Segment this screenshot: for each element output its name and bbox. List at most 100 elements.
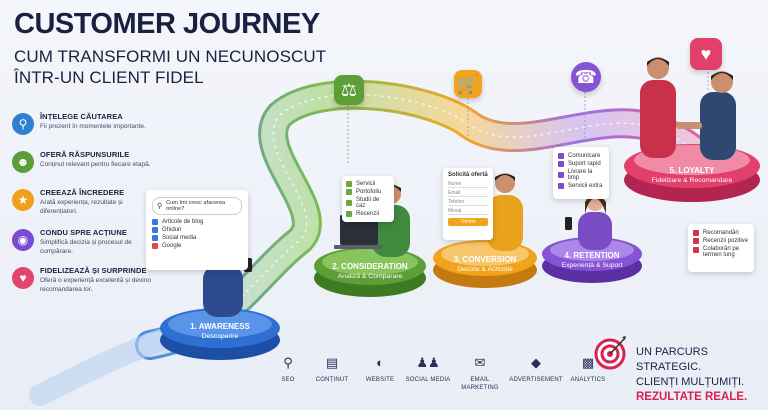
step-title: FIDELIZEAZĂ ȘI SURPRINDE (40, 266, 147, 275)
offer-field[interactable]: Email (448, 190, 488, 197)
check-icon (346, 181, 352, 187)
cart-icon: 🛒 (454, 70, 482, 98)
google-icon (152, 243, 158, 249)
envelope-icon: ✉ (474, 355, 486, 370)
tagline-line-1: UN PARCURS STRATEGIC. (636, 346, 708, 373)
stage-title: 3. CONVERSION (453, 255, 517, 264)
tool-label: ANALYTICS (570, 377, 606, 383)
stage-awareness: 1. AWARENESS Descoperire (175, 322, 265, 342)
laptop-item: Recenzii (356, 211, 380, 217)
scales-icon: ⚖ (334, 75, 364, 105)
check-icon (558, 172, 564, 178)
offer-field[interactable]: Nume (448, 181, 488, 188)
blog-icon (152, 219, 158, 225)
tool-label: EMAIL MARKETING (461, 377, 499, 391)
tagline-highlight: REZULTATE REALE. (636, 391, 748, 403)
tool-advertisement: ◆ ADVERTISEMENT (504, 355, 568, 385)
road-lines (149, 94, 721, 346)
step-title: ÎNȚELEGE CĂUTAREA (40, 112, 123, 121)
check-icon (346, 189, 352, 195)
stage-subtitle: Experiență & Suport (561, 262, 623, 269)
step-title: CREEAZĂ ÎNCREDERE (40, 188, 125, 197)
step-title: OFERĂ RĂSPUNSURILE (40, 150, 130, 159)
tool-seo: ⚲ SEO (256, 355, 320, 385)
offer-field[interactable]: Mesaj (448, 208, 488, 215)
stage-loyalty: 5. LOYALTY Fidelizare & Recomandare (640, 166, 744, 186)
target-arrow-icon (594, 336, 626, 370)
stage-title: 2. CONSIDERATION (332, 262, 408, 271)
retention-item: Suport rapid (568, 161, 601, 167)
page-subtitle: CUM TRANSFORMI UN NECUNOSCUT ÎNTR-UN CLI… (14, 46, 326, 88)
heart-icon: ♥ (12, 267, 34, 289)
check-icon (693, 230, 699, 236)
step-text: Fii prezent în momentele importante. (40, 123, 146, 130)
check-icon (693, 238, 699, 244)
step-loyalty: ♥ FIDELIZEAZĂ ȘI SURPRINDE Oferă o exper… (12, 266, 152, 294)
stage-conversion: 3. CONVERSION Decizie & Achiziție (440, 255, 530, 275)
check-icon (558, 161, 564, 167)
search-item: Ghiduri (162, 227, 182, 233)
headset-icon: ☎ (571, 62, 601, 92)
person-loyalty-left (640, 57, 676, 158)
check-icon (558, 183, 564, 189)
retention-item: Livrare la timp (567, 169, 593, 181)
tool-email-marketing: ✉ EMAIL MARKETING (448, 355, 512, 392)
laptop-item: Studii de caz (355, 197, 380, 209)
guide-icon (152, 227, 158, 233)
subtitle-line-2: ÎNTR-UN CLIENT FIDEL (14, 68, 204, 87)
loyalty-item: Recenzii pozitive (703, 238, 749, 244)
step-title: CONDU SPRE ACȚIUNE (40, 228, 127, 237)
stage-subtitle: Descoperire (201, 333, 239, 340)
step-text: Arată experiența, rezultate și diferenți… (40, 199, 123, 215)
step-understand: ⚲ ÎNȚELEGE CĂUTAREA Fii prezent în momen… (12, 112, 152, 135)
badge-icon: ★ (12, 189, 34, 211)
people-icon: ☻ (12, 151, 34, 173)
heart-bubble-icon: ♥ (690, 38, 722, 70)
stage-title: 5. LOYALTY (669, 166, 715, 175)
tagline: UN PARCURS STRATEGIC. CLIENȚI MULȚUMIȚI.… (636, 345, 768, 405)
tool-social-media: ♟♟ SOCIAL MEDIA (396, 355, 460, 385)
tool-analytics: ▩ ANALYTICS (556, 355, 620, 385)
search-query: Cum îmi cresc afacerea online? (166, 200, 226, 212)
step-action: ◉ CONDU SPRE ACȚIUNE Simplifică decizia … (12, 228, 152, 256)
retention-item: Servicii extra (568, 183, 603, 189)
offer-title: Solicită ofertă (448, 172, 488, 178)
tool-label: SEO (281, 377, 295, 383)
step-answers: ☻ OFERĂ RĂSPUNSURILE Conținut relevant p… (12, 150, 152, 173)
search-icon: ⚲ (12, 113, 34, 135)
step-text: Oferă o experiență excelentă și devino r… (40, 277, 151, 293)
page-title: CUSTOMER JOURNEY (14, 8, 320, 40)
stage-title: 1. AWARENESS (190, 322, 250, 331)
stage-subtitle: Analiză & Comparare (337, 273, 403, 280)
loyalty-card: Recomandări Recenzii pozitive Colaborări… (688, 224, 754, 272)
tool-label: SOCIAL MEDIA (405, 377, 451, 383)
search-item: Articole de blog (162, 219, 204, 225)
megaphone-icon: ◆ (531, 355, 541, 370)
magnifier-icon: ⚲ (283, 355, 293, 370)
retention-card: Comunicare Suport rapid Livrare la timp … (553, 147, 609, 199)
search-card: ⚲ Cum îmi cresc afacerea online? Articol… (146, 190, 248, 270)
check-icon (558, 153, 564, 159)
tool-label: WEBSITE (365, 377, 395, 383)
laptop-item: Servicii (356, 181, 376, 187)
stage-title: 4. RETENTION (564, 251, 620, 260)
document-icon: ▤ (325, 355, 339, 370)
step-trust: ★ CREEAZĂ ÎNCREDERE Arată experiența, re… (12, 188, 152, 216)
stage-subtitle: Fidelizare & Recomandare (651, 177, 733, 184)
subtitle-line-1: CUM TRANSFORMI UN NECUNOSCUT (14, 47, 327, 66)
stage-consideration: 2. CONSIDERATION Analiză & Comparare (325, 262, 415, 282)
tool-label: ADVERTISEMENT (509, 377, 563, 383)
step-text: Conținut relevant pentru fiecare etapă. (40, 161, 151, 168)
search-item: Social media (162, 235, 197, 241)
stage-retention: 4. RETENTION Experiență & Suport (547, 251, 637, 271)
search-small-icon: ⚲ (157, 203, 163, 210)
social-icon (152, 235, 158, 241)
offer-submit-button[interactable]: Trimite (448, 218, 488, 226)
loyalty-item: Recomandări (703, 230, 739, 236)
offer-field[interactable]: Telefon (448, 199, 488, 206)
step-text: Simplifică decizia și procesul de cumpăr… (40, 239, 132, 255)
search-item: Google (162, 243, 182, 249)
tool-label: CONȚINUT (315, 377, 349, 383)
tool-website: ◐ WEBSITE (348, 355, 412, 385)
